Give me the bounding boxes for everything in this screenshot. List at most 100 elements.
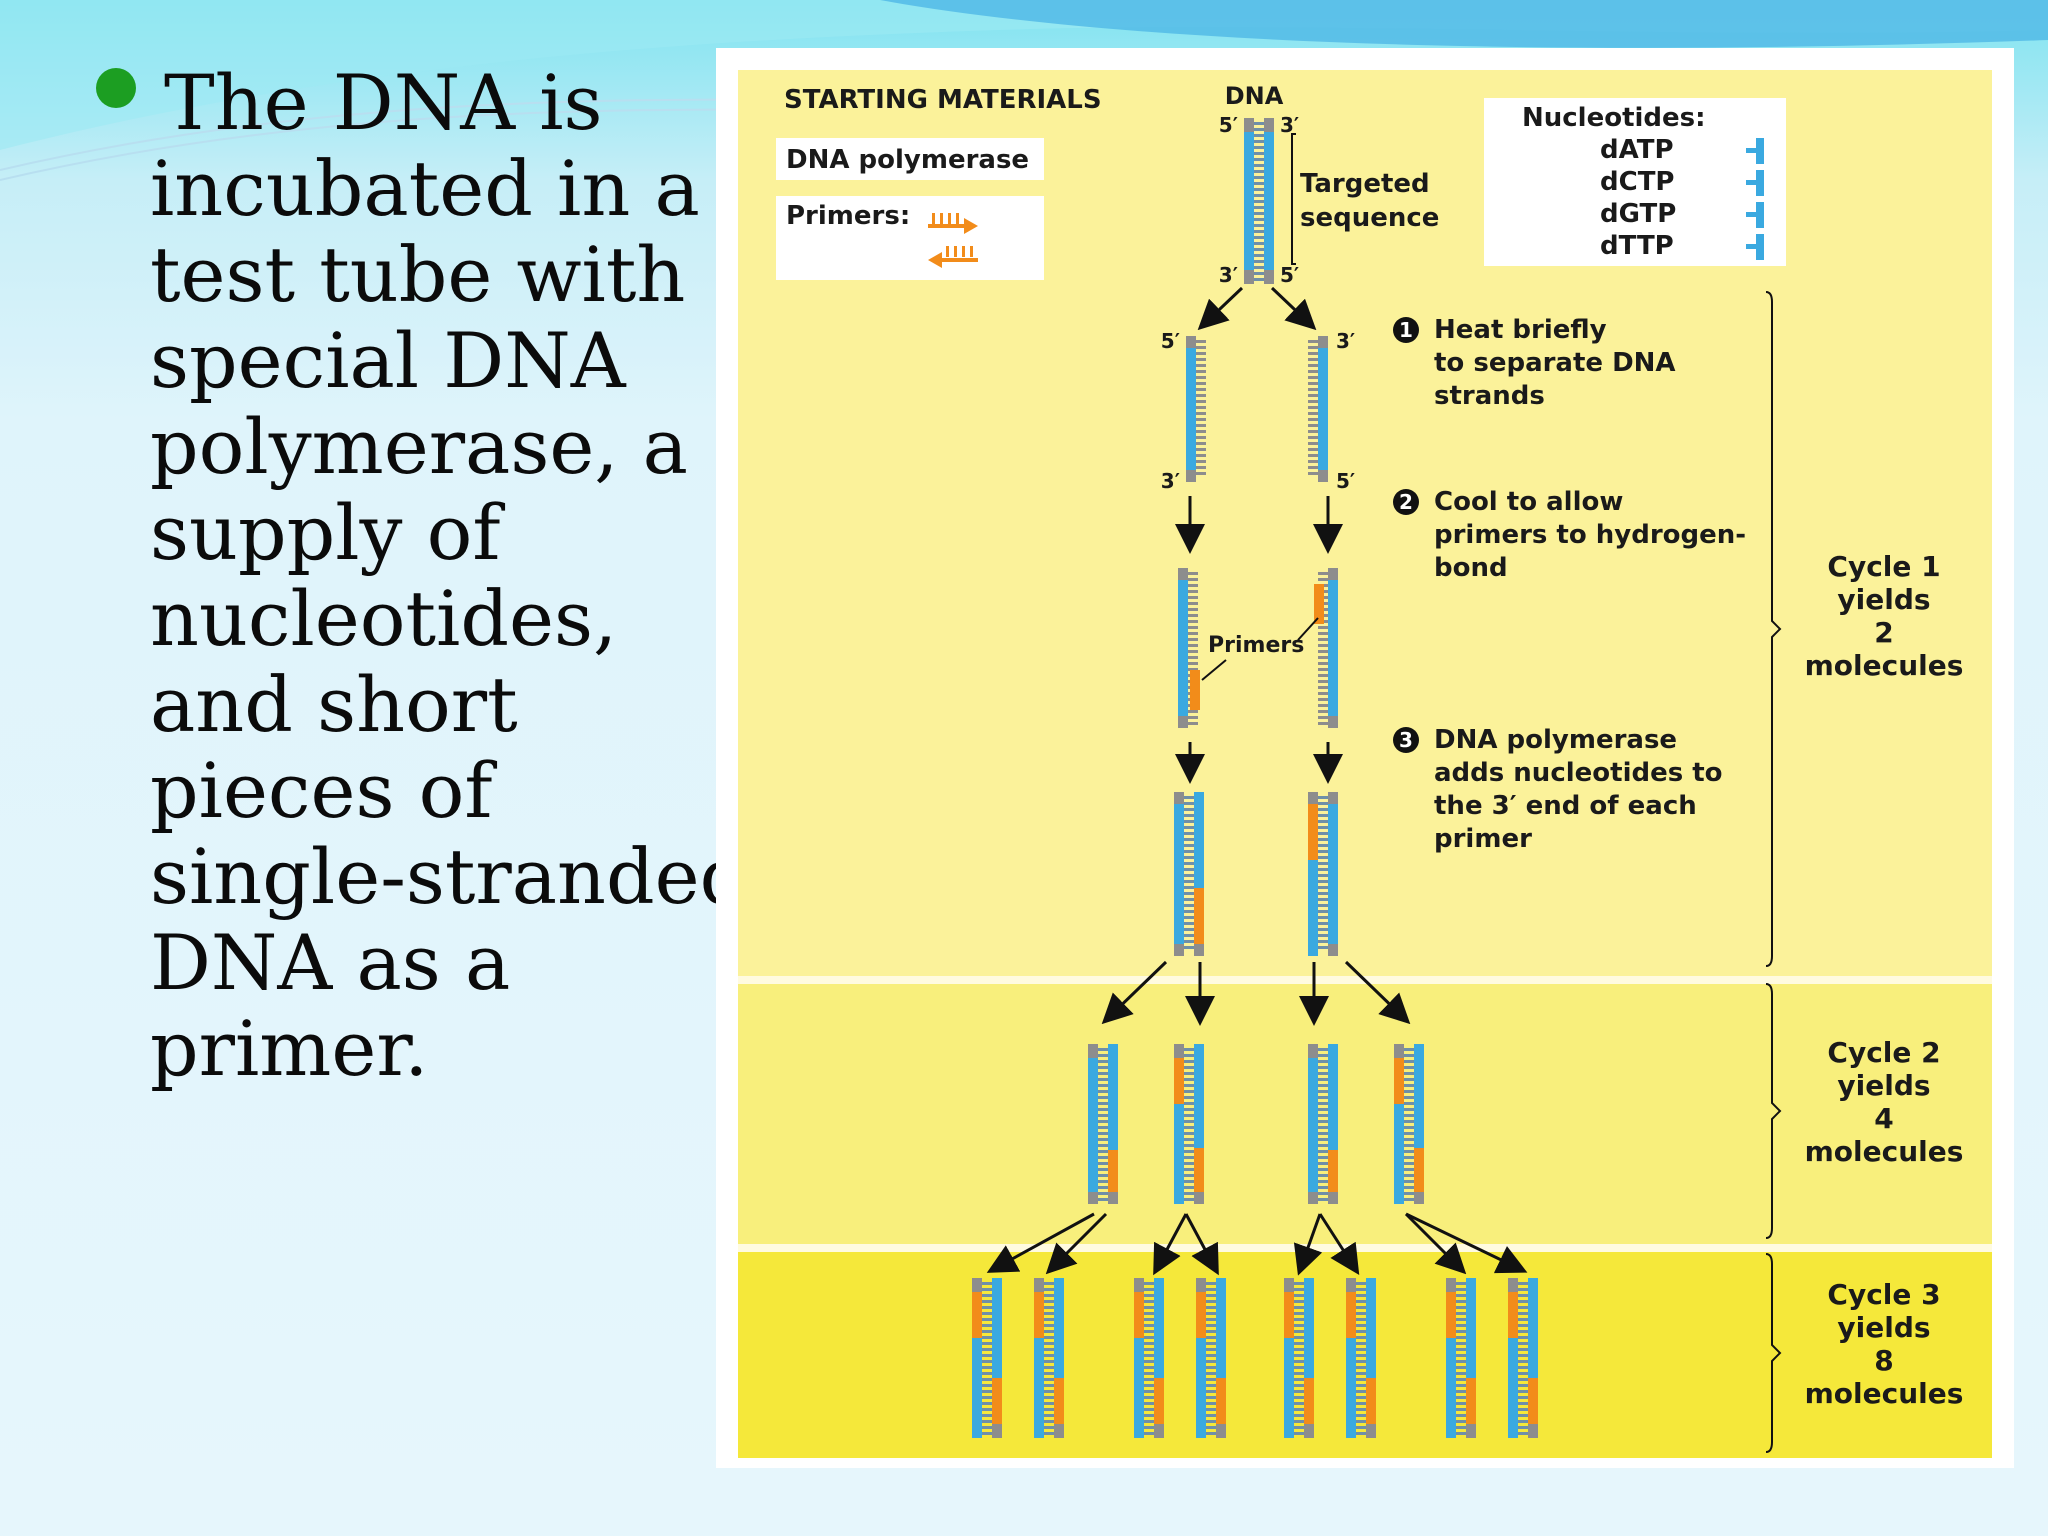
step-number: 1 bbox=[1399, 318, 1413, 342]
base-rung bbox=[1518, 1312, 1528, 1315]
dna-strand bbox=[1054, 1278, 1064, 1438]
strand-backbone bbox=[1186, 336, 1196, 482]
base-rung bbox=[1318, 1084, 1328, 1087]
base-rung bbox=[1206, 1402, 1216, 1405]
base-rung bbox=[1144, 1366, 1154, 1369]
nucleotide-icon bbox=[1746, 212, 1756, 217]
base-rung bbox=[1318, 1198, 1328, 1201]
single-strand bbox=[1186, 336, 1206, 482]
base-rung bbox=[1044, 1396, 1054, 1399]
base-rung bbox=[1044, 1318, 1054, 1321]
flow-arrow bbox=[1270, 286, 1317, 331]
base-rung bbox=[1254, 194, 1264, 197]
base-rung bbox=[1144, 1384, 1154, 1387]
base-rung bbox=[1206, 1300, 1216, 1303]
base-rung bbox=[1318, 1090, 1328, 1093]
base-rung bbox=[1206, 1408, 1216, 1411]
base-rung bbox=[1206, 1432, 1216, 1435]
strand-segment bbox=[972, 1292, 982, 1338]
base-rung bbox=[1254, 230, 1264, 233]
base-rung bbox=[1318, 1054, 1328, 1057]
base-rung bbox=[1184, 1078, 1194, 1081]
strand-segment bbox=[1394, 1044, 1404, 1058]
base-rung bbox=[1294, 1336, 1304, 1339]
dna-strand bbox=[1194, 792, 1204, 956]
base-rung bbox=[1196, 376, 1206, 379]
base-rung bbox=[1044, 1282, 1054, 1285]
cycle-label: Cycle 1 bbox=[1827, 550, 1940, 583]
base-rung bbox=[1318, 1114, 1328, 1117]
base-rung bbox=[1404, 1138, 1414, 1141]
base-rung bbox=[1144, 1360, 1154, 1363]
base-rung bbox=[1294, 1426, 1304, 1429]
base-rung bbox=[982, 1336, 992, 1339]
strand-backbone bbox=[1394, 1044, 1404, 1204]
dna-strand bbox=[1528, 1278, 1538, 1438]
step-text: adds nucleotides to bbox=[1434, 758, 1723, 788]
cycle-brace bbox=[1765, 1253, 1782, 1453]
base-rung bbox=[1318, 886, 1328, 889]
base-rung bbox=[1356, 1306, 1366, 1309]
base-rung bbox=[1404, 1126, 1414, 1129]
strand-segment bbox=[1414, 1148, 1424, 1192]
strand-segment bbox=[1328, 1192, 1338, 1204]
base-rung bbox=[1184, 1198, 1194, 1201]
base-rung bbox=[982, 1408, 992, 1411]
base-rung bbox=[1518, 1426, 1528, 1429]
base-rung bbox=[1196, 448, 1206, 451]
dna-strand bbox=[1328, 792, 1338, 956]
base-rung bbox=[1144, 1288, 1154, 1291]
base-rung bbox=[1456, 1336, 1466, 1339]
base-rung bbox=[1318, 686, 1328, 689]
strand-segment bbox=[1328, 568, 1338, 580]
base-rung bbox=[1294, 1306, 1304, 1309]
strand-backbone bbox=[1446, 1278, 1456, 1438]
flow-arrow bbox=[1197, 286, 1244, 331]
base-rung bbox=[1184, 1192, 1194, 1195]
base-rung bbox=[1206, 1330, 1216, 1333]
strand-backbone bbox=[972, 1278, 982, 1438]
base-rung bbox=[982, 1324, 992, 1327]
base-rung bbox=[1318, 1150, 1328, 1153]
strand-segment bbox=[1186, 336, 1196, 348]
base-rung bbox=[1356, 1354, 1366, 1357]
strand-segment bbox=[1088, 1192, 1098, 1204]
base-rung bbox=[1308, 424, 1318, 427]
base-rung bbox=[1196, 430, 1206, 433]
flow-arrow bbox=[1318, 1213, 1360, 1276]
base-rung bbox=[1098, 1180, 1108, 1183]
starting-materials-heading: STARTING MATERIALS bbox=[784, 85, 1102, 115]
primer bbox=[1314, 584, 1324, 624]
base-rung bbox=[1144, 1318, 1154, 1321]
dna-strand bbox=[1366, 1278, 1376, 1438]
base-rung bbox=[1518, 1420, 1528, 1423]
base-rung bbox=[1294, 1282, 1304, 1285]
base-rung bbox=[1044, 1372, 1054, 1375]
dna-label: DNA bbox=[1225, 82, 1284, 110]
base-rung bbox=[1404, 1180, 1414, 1183]
base-rung bbox=[1456, 1366, 1466, 1369]
strand-backbone bbox=[1328, 568, 1338, 728]
base-rung bbox=[1308, 370, 1318, 373]
base-rung bbox=[1044, 1378, 1054, 1381]
primer-rung bbox=[954, 246, 957, 257]
dna-duplex bbox=[1446, 1278, 1476, 1438]
base-rung bbox=[1184, 850, 1194, 853]
base-rung bbox=[982, 1300, 992, 1303]
base-rung bbox=[1404, 1066, 1414, 1069]
dna-duplex bbox=[972, 1278, 1002, 1438]
base-rung bbox=[1206, 1288, 1216, 1291]
cycle-brace bbox=[1765, 983, 1782, 1239]
base-rung bbox=[1356, 1288, 1366, 1291]
nucleotide-icon bbox=[1746, 244, 1756, 249]
cycle-label: molecules bbox=[1805, 1377, 1964, 1410]
base-rung bbox=[1518, 1432, 1528, 1435]
base-rung bbox=[1184, 898, 1194, 901]
base-rung bbox=[1184, 940, 1194, 943]
base-rung bbox=[1184, 796, 1194, 799]
strand-segment bbox=[1194, 888, 1204, 944]
base-rung bbox=[1044, 1384, 1054, 1387]
strand-backbone bbox=[1328, 792, 1338, 956]
base-rung bbox=[1404, 1078, 1414, 1081]
base-rung bbox=[1206, 1366, 1216, 1369]
